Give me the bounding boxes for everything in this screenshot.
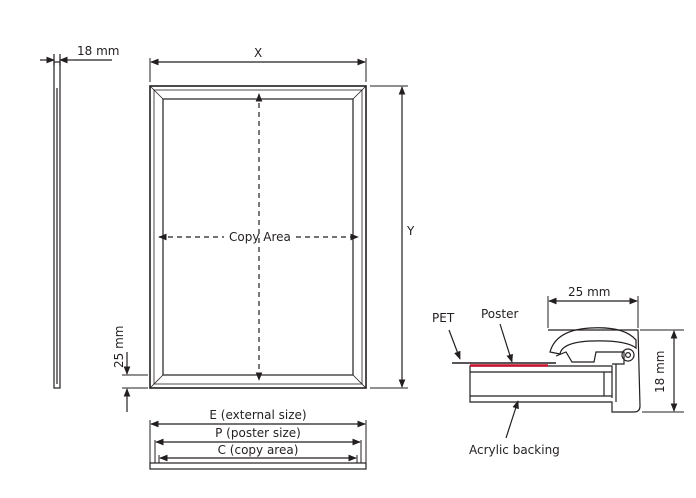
side-thickness-label: 18 mm [77, 44, 119, 58]
frame-miter-bl [149, 374, 164, 389]
side-view-outline [53, 61, 61, 389]
acrylic-backing-label: Acrylic backing [469, 443, 560, 457]
profile-hinge [621, 348, 635, 362]
copy-area-size-label: C (copy area) [218, 443, 299, 457]
side-view [40, 54, 112, 389]
bottom-view [149, 420, 367, 470]
frame-miter-br [352, 374, 367, 389]
poster-label: Poster [481, 307, 518, 321]
pet-label: PET [432, 311, 455, 325]
frame-outer-inner-edge [153, 89, 363, 385]
profile-width-label: 25 mm [568, 285, 610, 299]
external-size-label: E (external size) [209, 408, 306, 422]
frame-miter-tl [149, 85, 164, 100]
y-label: Y [406, 224, 415, 238]
acrylic-leader [505, 400, 519, 439]
x-label: X [254, 46, 262, 60]
pet-leader [448, 329, 461, 360]
profile-snap-cover [549, 327, 637, 355]
profile-section [448, 296, 684, 439]
frame-outer-edge [149, 85, 367, 389]
border-width-label: 25 mm [112, 326, 126, 368]
profile-hinge-pin [624, 352, 631, 359]
frame-miter-tr [352, 85, 367, 100]
profile-inner-channel [555, 351, 625, 365]
profile-height-label: 18 mm [653, 351, 667, 393]
profile-body [469, 329, 641, 413]
poster-leader [499, 323, 513, 363]
poster-size-label: P (poster size) [215, 426, 301, 440]
copy-area-label: Copy Area [229, 230, 291, 244]
bottom-frame-edge [149, 462, 367, 470]
front-view [122, 58, 408, 412]
